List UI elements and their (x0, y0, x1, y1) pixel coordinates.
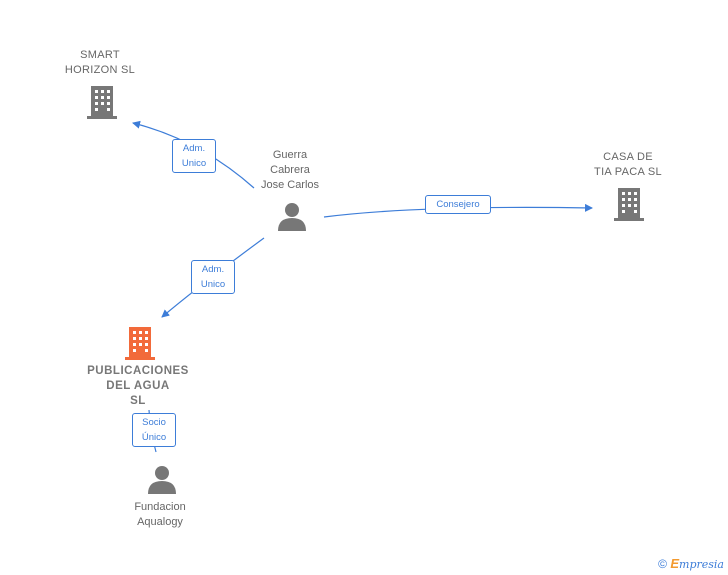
brand-name: mpresia (679, 558, 724, 571)
node-label-casa-tia-paca: CASA DE TIA PACA SL (594, 151, 662, 178)
node-label-fundacion: Fundacion Aqualogy (134, 501, 186, 528)
edge-label-consejero: Consejero (425, 195, 491, 214)
building-icon-main[interactable] (123, 325, 157, 361)
edge-label-adm-unico-publicaciones: Adm. Unico (191, 260, 235, 294)
edge-label-socio-unico: Socio Único (132, 413, 176, 447)
node-label-smart-horizon: SMART HORIZON SL (64, 49, 136, 76)
copyright-icon: © (658, 557, 668, 571)
node-label-guerra: Guerra Cabrera Jose Carlos (260, 149, 320, 191)
footer-brand: © Empresia (658, 556, 724, 571)
edge-label-adm-unico-smart: Adm. Unico (172, 139, 216, 173)
node-label-publicaciones: PUBLICACIONES DEL AGUA SL (87, 365, 189, 407)
brand-initial: E (670, 556, 680, 571)
person-icon[interactable] (146, 464, 178, 494)
building-icon[interactable] (85, 84, 119, 120)
person-icon[interactable] (276, 201, 308, 231)
building-icon[interactable] (612, 186, 646, 222)
